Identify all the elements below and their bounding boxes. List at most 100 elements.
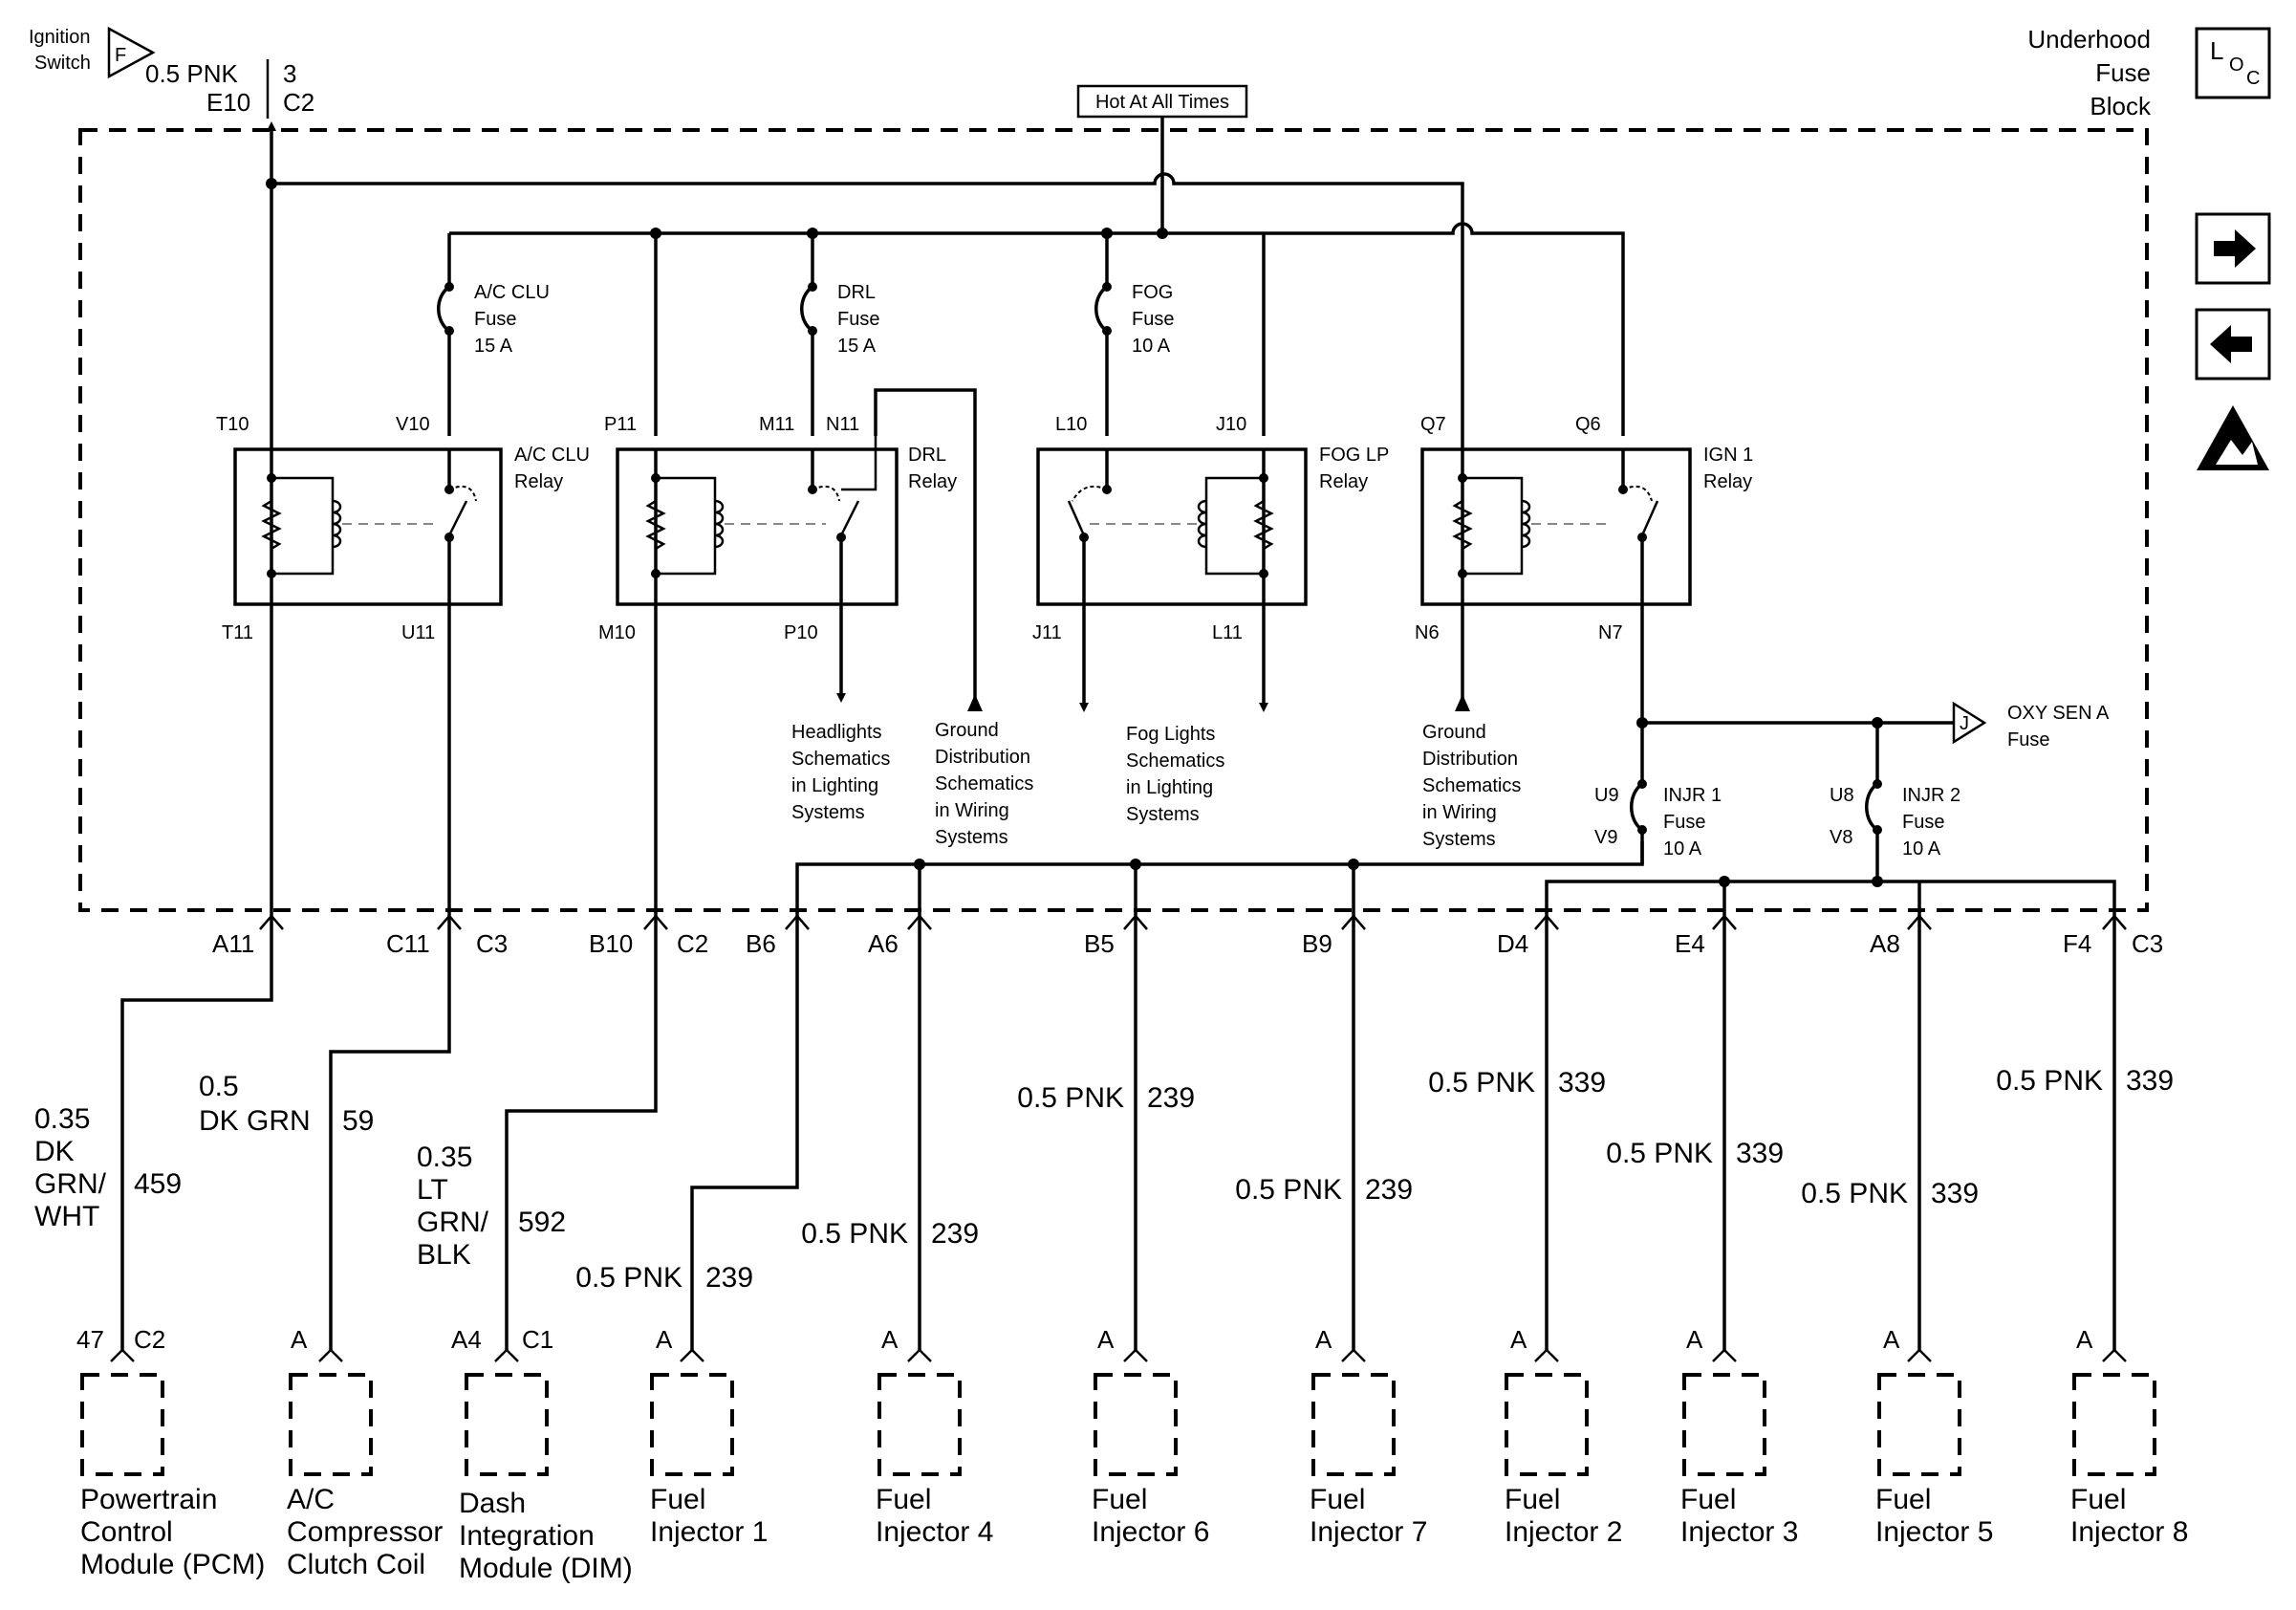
svg-text:15 A: 15 A [837, 336, 877, 357]
fuel-injector-8[interactable]: A Fuel Injector 8 [2070, 1325, 2188, 1548]
fuse-block-title-2: Fuse [2095, 58, 2151, 87]
svg-text:0.5 PNK: 0.5 PNK [575, 1262, 682, 1294]
ignition-switch-source: Ignition Switch F 0.5 PNK 3 E10 C2 [29, 26, 314, 119]
svg-text:Schematics: Schematics [791, 749, 890, 770]
svg-text:J11: J11 [1032, 622, 1062, 643]
fog-lp-relay: FOG LP Relay [1036, 445, 1389, 606]
svg-text:339: 339 [1931, 1178, 1979, 1209]
svg-text:0.5 PNK: 0.5 PNK [1801, 1178, 1908, 1209]
svg-text:A4: A4 [451, 1325, 482, 1354]
fuel-injector-1[interactable]: A Fuel Injector 1 [650, 1325, 768, 1548]
ignition-label-2: Switch [34, 53, 91, 74]
svg-text:M10: M10 [598, 622, 636, 643]
svg-text:OXY SEN A: OXY SEN A [2007, 703, 2110, 724]
svg-text:0.5 PNK: 0.5 PNK [801, 1218, 908, 1250]
fuse-block-title-1: Underhood [2027, 25, 2151, 54]
svg-text:DRL: DRL [837, 282, 876, 303]
svg-text:Clutch Coil: Clutch Coil [287, 1549, 425, 1580]
svg-text:D4: D4 [1497, 929, 1528, 958]
fuel-injector-3[interactable]: A Fuel Injector 3 [1680, 1325, 1798, 1548]
svg-text:Fuel: Fuel [1505, 1484, 1560, 1515]
svg-text:0.5 PNK: 0.5 PNK [1235, 1174, 1342, 1206]
svg-text:0.35: 0.35 [417, 1142, 472, 1173]
fuel-injector-4[interactable]: A Fuel Injector 4 [876, 1325, 993, 1548]
svg-text:Injector 3: Injector 3 [1680, 1516, 1798, 1548]
svg-text:A: A [656, 1325, 673, 1354]
svg-text:Fuel: Fuel [650, 1484, 705, 1515]
svg-text:A: A [1315, 1325, 1332, 1354]
svg-text:239: 239 [705, 1262, 753, 1294]
svg-text:A8: A8 [1870, 929, 1900, 958]
fuel-injector-7[interactable]: A Fuel Injector 7 [1310, 1325, 1427, 1548]
svg-text:339: 339 [1558, 1067, 1606, 1099]
svg-text:Fog Lights: Fog Lights [1126, 724, 1215, 745]
svg-text:Systems: Systems [935, 827, 1008, 848]
svg-text:U11: U11 [401, 622, 435, 643]
svg-text:A/C: A/C [287, 1484, 335, 1515]
fog-lights-reference: Fog Lights Schematics in Lighting System… [1126, 724, 1224, 825]
svg-text:A6: A6 [868, 929, 899, 958]
svg-text:Fuse: Fuse [1902, 812, 1944, 833]
svg-text:Integration: Integration [459, 1520, 595, 1552]
svg-text:10 A: 10 A [1663, 838, 1702, 859]
fuel-injector-6[interactable]: A Fuel Injector 6 [1092, 1325, 1209, 1548]
svg-text:GRN/: GRN/ [417, 1207, 489, 1238]
svg-text:A/C CLU: A/C CLU [474, 282, 550, 303]
lower-wiring [270, 604, 1954, 918]
dim-component[interactable]: A4 C1 Dash Integration Module (DIM) [451, 1325, 633, 1584]
svg-text:M11: M11 [759, 414, 794, 435]
svg-text:Systems: Systems [1422, 829, 1496, 850]
svg-text:O: O [2229, 54, 2244, 76]
arrow-left-icon[interactable] [2195, 308, 2271, 381]
fuel-injector-5[interactable]: A Fuel Injector 5 [1875, 1325, 1993, 1548]
fog-fuse: FOG Fuse 10 A [1094, 282, 1174, 436]
fuel-injector-2[interactable]: A Fuel Injector 2 [1505, 1325, 1622, 1548]
svg-text:Injector 6: Injector 6 [1092, 1516, 1209, 1548]
svg-text:Fuse: Fuse [2007, 729, 2049, 751]
svg-text:Injector 2: Injector 2 [1505, 1516, 1622, 1548]
pcm-component[interactable]: 47 C2 Powertrain Control Module (PCM) [76, 1325, 265, 1580]
svg-text:10 A: 10 A [1132, 336, 1171, 357]
svg-text:0.5 PNK: 0.5 PNK [1996, 1065, 2103, 1097]
svg-text:FOG: FOG [1132, 282, 1173, 303]
svg-text:Systems: Systems [791, 802, 865, 823]
arrow-right-icon[interactable] [2195, 212, 2271, 285]
svg-text:Injector 4: Injector 4 [876, 1516, 993, 1548]
svg-text:T10: T10 [216, 414, 249, 435]
svg-text:LT: LT [417, 1174, 448, 1206]
injector-buses [795, 841, 2116, 918]
svg-text:239: 239 [1365, 1174, 1413, 1206]
svg-text:Fuel: Fuel [1092, 1484, 1147, 1515]
svg-text:DK GRN: DK GRN [199, 1105, 311, 1137]
ignition-connector: C2 [283, 88, 314, 117]
svg-text:E4: E4 [1675, 929, 1705, 958]
svg-text:Schematics: Schematics [935, 773, 1033, 794]
svg-text:B6: B6 [746, 929, 776, 958]
ground-distribution-reference-2: Ground Distribution Schematics in Wiring… [1422, 722, 1521, 850]
ac-compressor-component[interactable]: A A/C Compressor Clutch Coil [287, 1325, 443, 1580]
svg-text:Fuel: Fuel [1310, 1484, 1365, 1515]
fuse-block-connector-labels: A11 C11 C3 B10 C2 B6 A6 B5 B9 D4 E4 A8 F… [212, 929, 2163, 958]
svg-text:J10: J10 [1216, 414, 1246, 435]
svg-text:B5: B5 [1084, 929, 1115, 958]
svg-text:C1: C1 [522, 1325, 553, 1354]
svg-text:N7: N7 [1598, 622, 1623, 643]
svg-text:Headlights: Headlights [791, 722, 882, 743]
svg-text:Ground: Ground [935, 720, 999, 741]
svg-text:A: A [1510, 1325, 1527, 1354]
svg-text:15 A: 15 A [474, 336, 513, 357]
svg-text:U8: U8 [1830, 785, 1854, 806]
svg-text:P10: P10 [784, 622, 818, 643]
svg-text:Schematics: Schematics [1126, 751, 1224, 772]
location-icon[interactable]: L O C [2195, 27, 2271, 99]
svg-text:0.35: 0.35 [34, 1103, 90, 1135]
svg-text:Fuse: Fuse [474, 309, 516, 330]
svg-text:F4: F4 [2063, 929, 2091, 958]
svg-text:A: A [881, 1325, 899, 1354]
wire-labels: 0.35 DK GRN/ WHT 459 0.5 DK GRN 59 0.35 … [34, 1065, 2174, 1294]
svg-text:in Lighting: in Lighting [791, 775, 878, 796]
connector-pin-symbols [259, 914, 2127, 930]
oxy-sen-a-fuse-ref: J OXY SEN A Fuse [1952, 701, 2110, 751]
svg-text:A: A [2076, 1325, 2093, 1354]
